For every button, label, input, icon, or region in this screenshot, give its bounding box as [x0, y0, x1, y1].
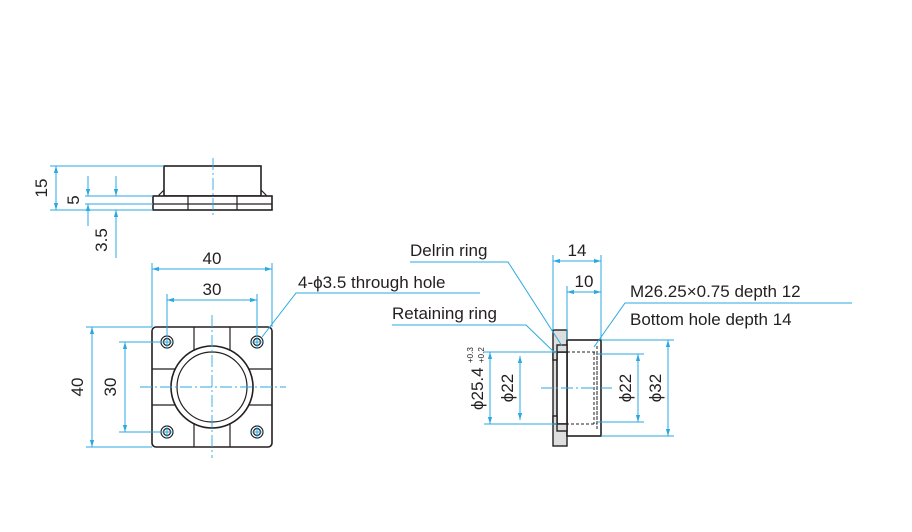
- section-view: 14 10 Delrin ring Retaining ring M26.25×…: [392, 241, 852, 447]
- retaining-leader: [392, 324, 556, 354]
- dim-bore: ϕ25.4: [468, 367, 487, 410]
- bottom-hole-callout: Bottom hole depth 14: [630, 310, 792, 329]
- top-view: 40 30 40 30 4-ϕ3.5 through hole: [68, 249, 480, 458]
- dim-len-total: 14: [568, 241, 587, 260]
- side-view-body: [163, 165, 262, 197]
- label-retaining: Retaining ring: [392, 304, 497, 323]
- dim-height-base: 3.5: [92, 228, 111, 252]
- dim-height-outer: 40: [68, 378, 87, 397]
- dim-bore-tol-upper: +0.3: [466, 347, 475, 363]
- dim-width-outer: 40: [203, 249, 222, 268]
- dim-inner-right: ϕ22: [616, 374, 635, 402]
- dim-height-flange: 5: [64, 195, 83, 204]
- side-view: 15 5 3.5: [32, 158, 273, 258]
- label-delrin: Delrin ring: [410, 241, 487, 260]
- thread-callout-leader: [593, 302, 852, 348]
- retaining-ring-top: [552, 351, 558, 361]
- dim-width-holes: 30: [203, 280, 222, 299]
- dim-height-total: 15: [32, 179, 51, 198]
- dim-len-body: 10: [575, 272, 594, 291]
- delrin-ring-top: [556, 344, 568, 353]
- delrin-leader: [410, 261, 563, 347]
- dim-outer: ϕ32: [646, 374, 665, 402]
- hole-callout-leader: [261, 292, 480, 338]
- side-view-flange: [152, 195, 273, 211]
- hole-callout: 4-ϕ3.5 through hole: [298, 273, 446, 292]
- thread-callout: M26.25×0.75 depth 12: [630, 282, 801, 301]
- delrin-ring-bottom: [556, 423, 568, 432]
- dim-height-holes: 30: [101, 378, 120, 397]
- retaining-ring-bottom: [552, 415, 558, 425]
- dim-bore-tol-lower: +0.2: [477, 347, 486, 363]
- dim-inner-left: ϕ22: [498, 374, 517, 402]
